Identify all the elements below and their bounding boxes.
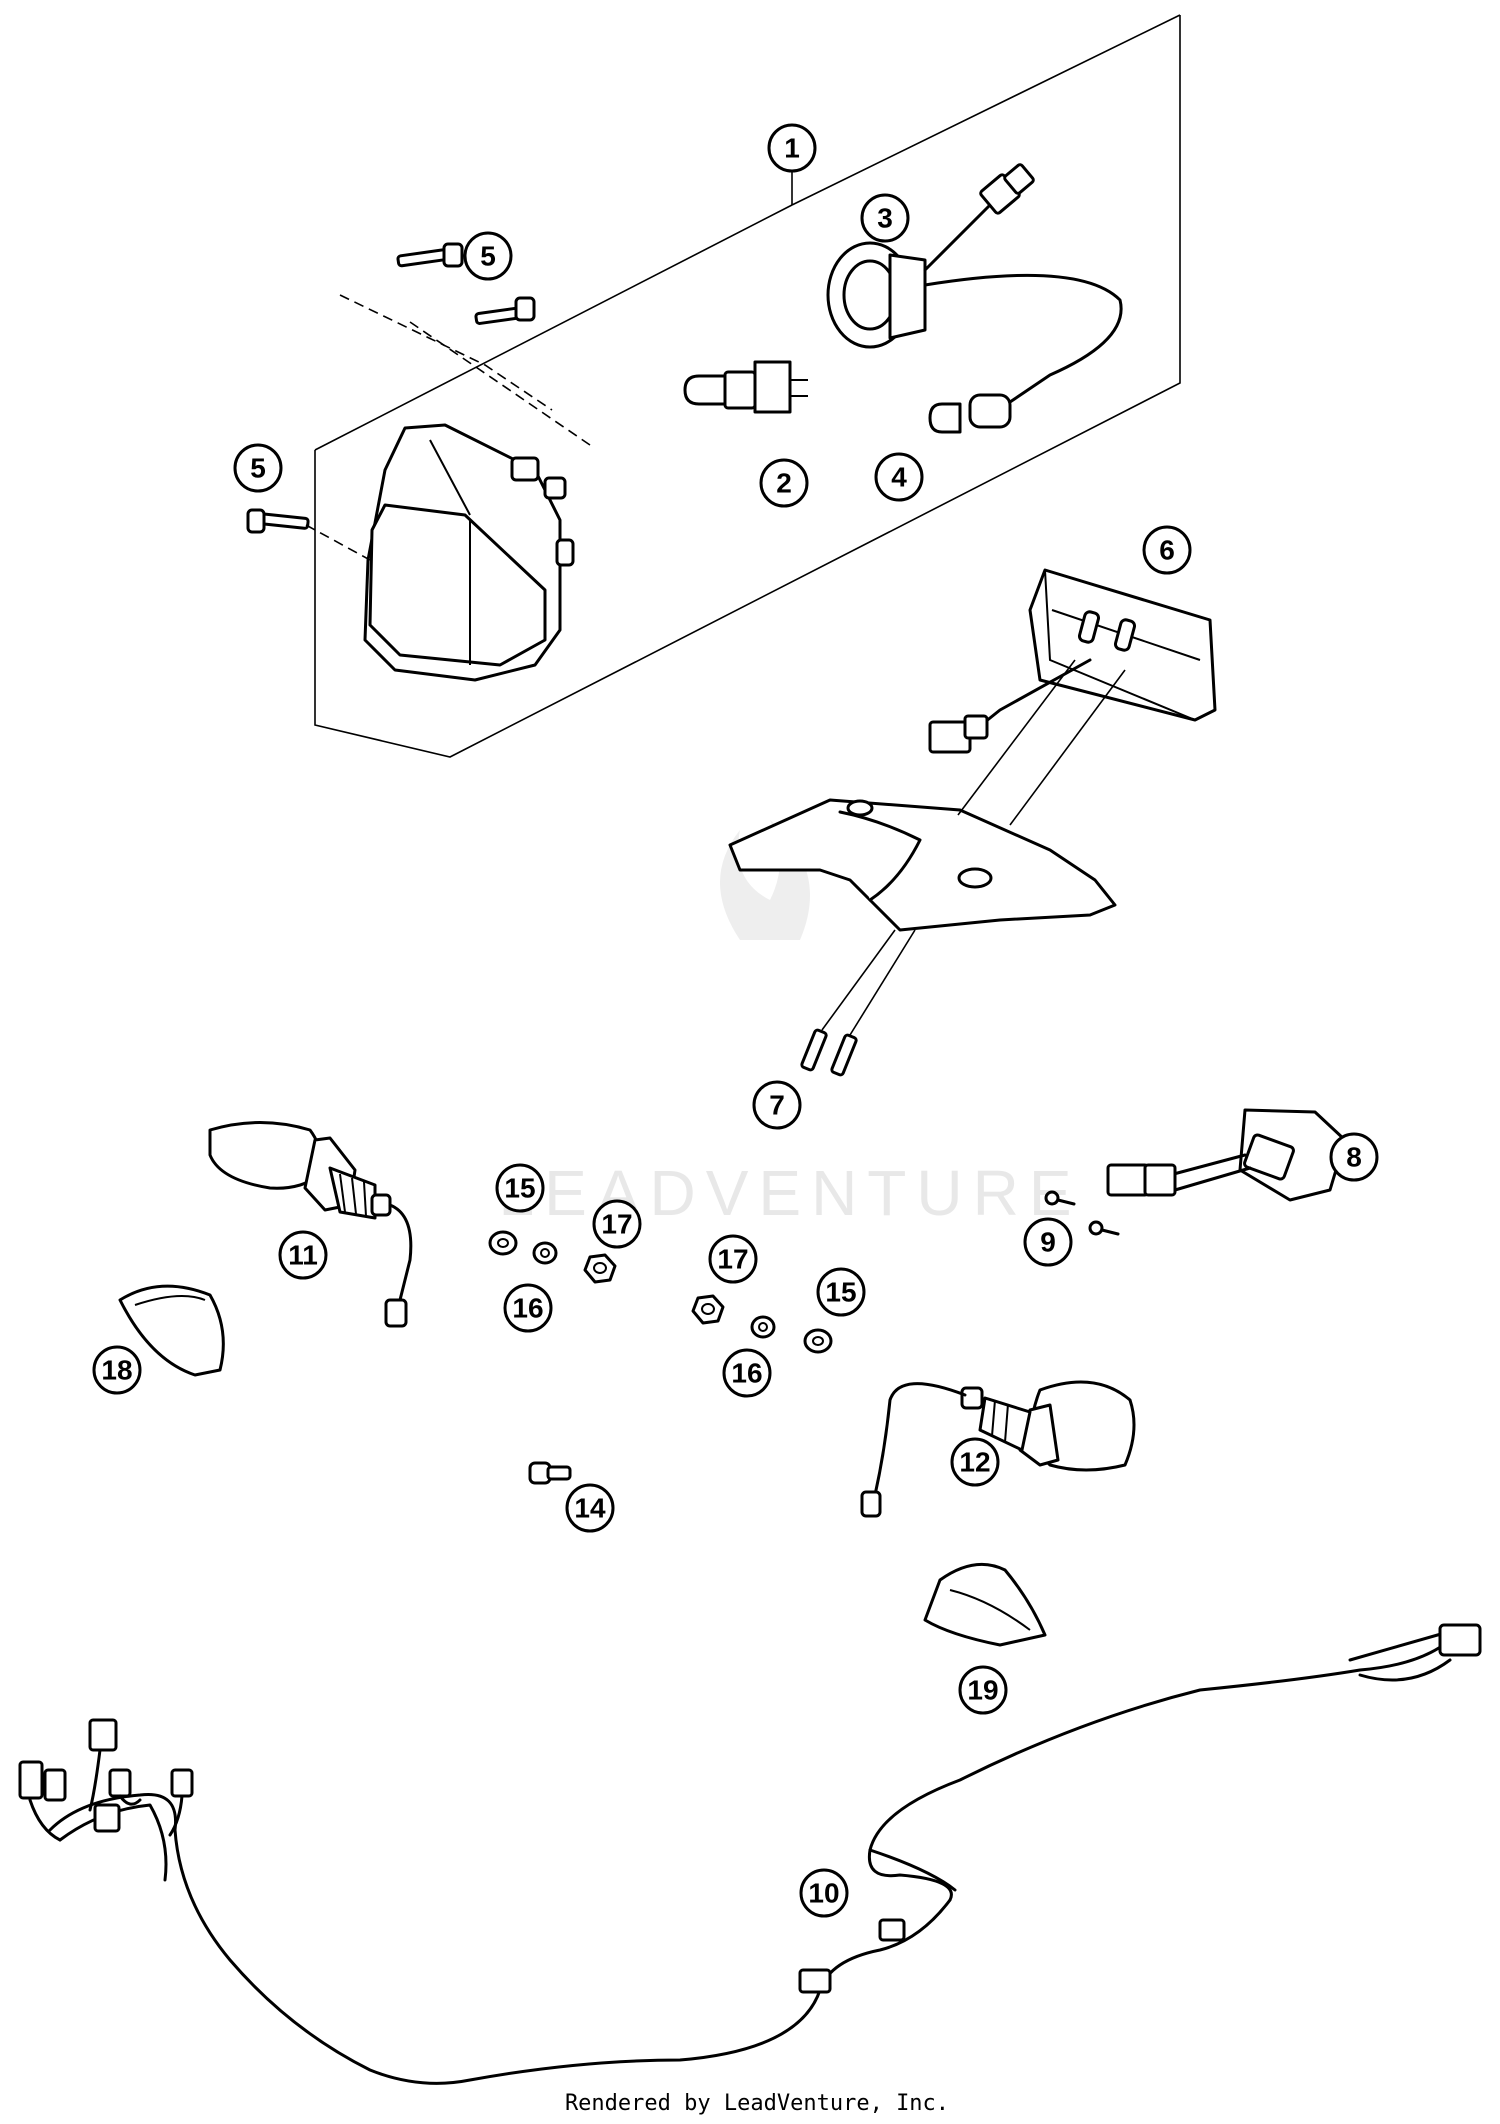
callout-label: 18 xyxy=(101,1355,132,1386)
callout-18[interactable]: 18 xyxy=(92,1345,142,1395)
washer-left[interactable] xyxy=(488,1230,518,1256)
tail-light-bracket[interactable] xyxy=(728,659,1126,932)
callout-label: 2 xyxy=(776,468,792,499)
callout-5-upper[interactable]: 5 xyxy=(463,231,513,281)
callout-15-left[interactable]: 15 xyxy=(495,1163,545,1213)
callout-17-right[interactable]: 17 xyxy=(708,1234,758,1284)
callout-label: 5 xyxy=(480,241,496,272)
bolt-middle[interactable] xyxy=(474,296,536,325)
screw-14[interactable] xyxy=(528,1461,572,1485)
lock-washer-right[interactable] xyxy=(750,1315,776,1339)
callout-label: 14 xyxy=(574,1493,606,1524)
callout-3[interactable]: 3 xyxy=(860,193,910,243)
license-light[interactable] xyxy=(1106,1108,1347,1202)
callout-label: 8 xyxy=(1346,1142,1362,1173)
callout-label: 7 xyxy=(769,1090,785,1121)
callout-label: 11 xyxy=(288,1240,318,1271)
render-credit: Rendered by LeadVenture, Inc. xyxy=(565,2091,949,2116)
callout-16-right[interactable]: 16 xyxy=(722,1348,772,1398)
callout-label: 1 xyxy=(784,133,800,164)
watermark-text: LEADVENTURE xyxy=(499,1157,1082,1229)
callout-label: 17 xyxy=(717,1244,748,1275)
callout-4[interactable]: 4 xyxy=(874,452,924,502)
callout-16-left[interactable]: 16 xyxy=(503,1283,553,1333)
callout-label: 16 xyxy=(731,1358,762,1389)
callout-label: 4 xyxy=(891,462,907,493)
callout-label: 15 xyxy=(825,1277,856,1308)
washer-right[interactable] xyxy=(803,1328,833,1354)
callout-8[interactable]: 8 xyxy=(1329,1132,1379,1182)
callout-label: 19 xyxy=(967,1675,998,1706)
turn-signal-lens-left[interactable] xyxy=(118,1284,225,1377)
headlight-housing[interactable] xyxy=(363,423,575,682)
callout-6[interactable]: 6 xyxy=(1142,525,1192,575)
callout-19[interactable]: 19 xyxy=(958,1665,1008,1715)
nut-right[interactable] xyxy=(691,1294,725,1325)
callout-label: 6 xyxy=(1159,535,1175,566)
mounting-screw-pair[interactable] xyxy=(800,929,916,1077)
callout-9[interactable]: 9 xyxy=(1023,1217,1073,1267)
tail-light[interactable] xyxy=(928,568,1217,754)
turn-signal-lens-right[interactable] xyxy=(923,1562,1047,1647)
parking-bulb[interactable] xyxy=(928,402,962,434)
callout-12[interactable]: 12 xyxy=(950,1437,1000,1487)
callout-label: 9 xyxy=(1040,1227,1056,1258)
headlight-bulb[interactable] xyxy=(683,360,808,414)
callout-label: 15 xyxy=(504,1173,535,1204)
callout-label: 16 xyxy=(512,1293,543,1324)
license-light-screws[interactable] xyxy=(1044,1190,1120,1236)
callout-14[interactable]: 14 xyxy=(565,1483,615,1533)
callout-label: 12 xyxy=(959,1447,990,1478)
nut-left[interactable] xyxy=(583,1253,617,1284)
callout-11[interactable]: 11 xyxy=(278,1230,328,1280)
turn-signal-left[interactable] xyxy=(208,1121,413,1328)
turn-signal-right[interactable] xyxy=(860,1380,1136,1518)
bolt-side[interactable] xyxy=(246,508,310,534)
callout-label: 3 xyxy=(877,203,893,234)
callout-17-left[interactable]: 17 xyxy=(592,1199,642,1249)
callout-5-side[interactable]: 5 xyxy=(233,443,283,493)
bolt-upper[interactable] xyxy=(396,242,464,268)
callout-label: 10 xyxy=(808,1878,839,1909)
callout-7[interactable]: 7 xyxy=(752,1080,802,1130)
callout-label: 17 xyxy=(601,1209,632,1240)
lock-washer-left[interactable] xyxy=(532,1241,558,1265)
callout-10[interactable]: 10 xyxy=(799,1868,849,1918)
callout-2[interactable]: 2 xyxy=(759,458,809,508)
bulb-socket[interactable] xyxy=(826,163,1123,429)
callout-1[interactable]: 1 xyxy=(767,123,817,173)
headlight-assembly[interactable] xyxy=(246,14,1181,758)
wiring-harness[interactable] xyxy=(18,1623,1482,2085)
callout-15-right[interactable]: 15 xyxy=(816,1267,866,1317)
callout-label: 5 xyxy=(250,453,266,484)
